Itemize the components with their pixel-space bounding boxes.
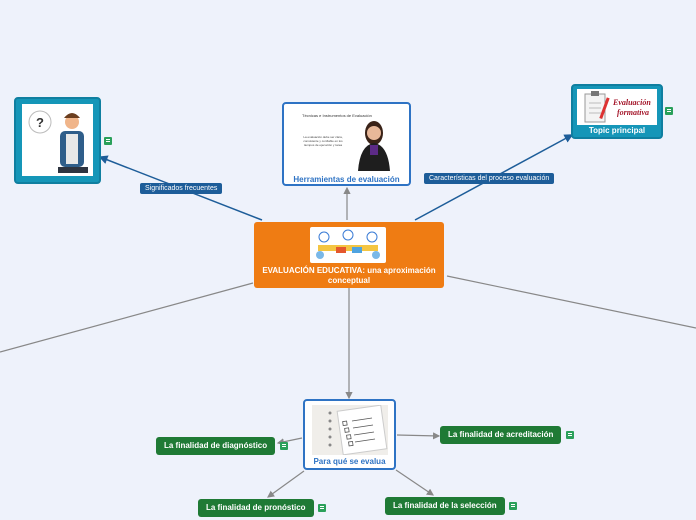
line-left-offscreen [0,282,254,353]
subtopic-seleccion[interactable]: La finalidad de la selección [385,497,505,515]
image-text: La evaluación debe ser clara, consistent… [303,135,343,147]
note-icon[interactable] [665,107,673,115]
presenter-icon: Técnicas e Instrumentos de Evaluación La… [288,107,406,173]
herramientas-node[interactable]: Técnicas e Instrumentos de Evaluación La… [282,102,411,186]
subtopic-acreditacion[interactable]: La finalidad de acreditación [440,426,562,444]
central-topic-title: EVALUACIÓN EDUCATIVA: una aproximación c… [262,266,436,285]
clipboard-icon: Evaluación formativa [577,89,657,125]
relationship-label-caracteristicas[interactable]: Características del proceso evaluación [424,173,555,184]
herramientas-title: Herramientas de evaluación [293,175,400,184]
para-que-node[interactable]: Para qué se evalua [303,399,396,470]
central-topic[interactable]: EVALUACIÓN EDUCATIVA: una aproximación c… [254,222,444,288]
note-icon[interactable] [566,431,574,439]
question-person-icon: ? [22,104,93,176]
line-to-acreditacion [396,432,441,440]
image-heading: Técnicas e Instrumentos de Evaluación [302,113,372,118]
clipboard-text-2: formativa [617,108,649,117]
checklist-icon [312,404,388,456]
clipboard-text-1: Evaluación [613,98,651,107]
line-to-seleccion [395,469,434,496]
para-que-title: Para qué se evalua [313,457,386,466]
subtopic-diagnostico[interactable]: La finalidad de diagnóstico [156,437,276,455]
svg-text:?: ? [36,115,44,130]
note-icon[interactable] [318,504,326,512]
subtopic-pronostico[interactable]: La finalidad de pronóstico [198,499,314,517]
note-icon[interactable] [509,502,517,510]
team-meeting-icon [310,227,386,263]
topic-principal-node[interactable]: Evaluación formativa Topic principal [571,84,663,139]
relationship-label-significados[interactable]: Significados frecuentes [140,183,223,194]
line-right-offscreen [446,275,696,329]
question-person-node[interactable]: ? [14,97,101,184]
note-icon[interactable] [104,137,112,145]
topic-principal-title: Topic principal [588,126,646,135]
note-icon[interactable] [280,442,288,450]
line-to-pronostico [267,470,305,498]
